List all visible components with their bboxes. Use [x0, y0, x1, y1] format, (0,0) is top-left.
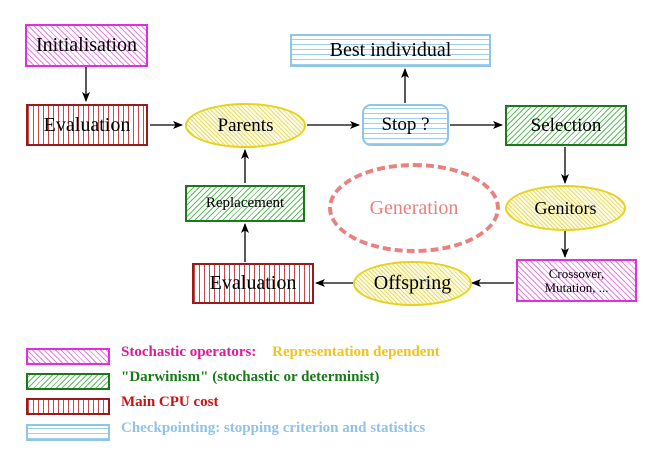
node-genitors[interactable]: Genitors: [505, 185, 626, 231]
node-selection[interactable]: Selection: [505, 105, 627, 146]
node-offspring[interactable]: Offspring: [353, 261, 472, 306]
node-replacement[interactable]: Replacement: [185, 185, 305, 222]
legend-swatch-darwinism: [26, 373, 110, 390]
node-stop[interactable]: Stop ?: [362, 104, 449, 146]
legend-text-primary-0: Stochastic operators:: [121, 344, 257, 360]
node-initialisation[interactable]: Initialisation: [25, 24, 148, 67]
legend-swatch-stochastic-operators: [26, 348, 110, 365]
node-evaluation-bottom[interactable]: Evaluation: [192, 263, 314, 304]
legend-text-secondary-0: Representation dependent: [272, 344, 440, 360]
legend-label-darwinism: "Darwinism" (stochastic or determinist): [121, 369, 380, 385]
legend-label-checkpointing: Checkpointing: stopping criterion and st…: [121, 420, 426, 436]
node-crossover-mutation[interactable]: Crossover, Mutation, ...: [516, 259, 637, 302]
node-generation-group: Generation: [328, 163, 500, 253]
legend-swatch-checkpointing: [26, 424, 110, 441]
node-evaluation-top[interactable]: Evaluation: [26, 104, 148, 146]
node-best-individual[interactable]: Best individual: [290, 34, 491, 67]
node-parents[interactable]: Parents: [185, 103, 306, 148]
legend-label-main-cpu-cost: Main CPU cost: [121, 394, 219, 410]
legend-label-stochastic-operators: Stochastic operators: Representation dep…: [121, 344, 440, 361]
legend-swatch-main-cpu-cost: [26, 398, 110, 415]
